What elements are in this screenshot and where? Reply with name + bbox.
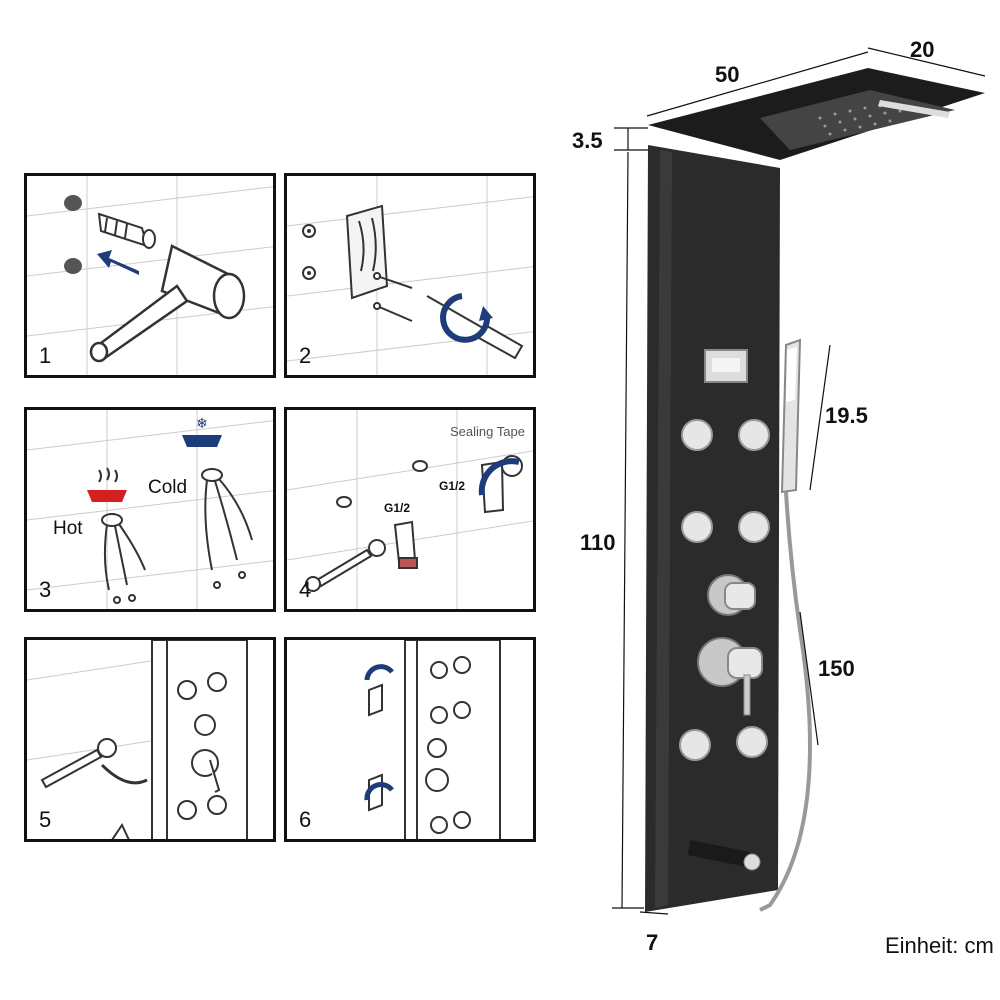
g12-label-lower: G1/2	[384, 501, 411, 515]
shower-hose-icon	[759, 491, 812, 912]
body-jet-icon	[430, 656, 471, 834]
push-arrow-icon	[97, 250, 139, 275]
step-number: 3	[39, 577, 52, 602]
step-number: 6	[299, 807, 312, 832]
shower-panel-icon	[404, 640, 501, 839]
step-2-panel: 2	[284, 173, 536, 378]
bracket-illustration	[287, 176, 533, 375]
g12-label-upper: G1/2	[439, 479, 466, 493]
step-3-panel: ❄ Hot Cold 3	[24, 407, 276, 612]
step-number: 4	[299, 577, 312, 602]
drill-hole-icon	[64, 258, 82, 274]
step-number: 5	[39, 807, 52, 832]
valve-knob-icon	[191, 714, 221, 793]
step-6-panel: 6	[284, 637, 536, 842]
step-5-panel: 5	[24, 637, 276, 842]
panel-connection-illustration	[27, 640, 248, 839]
panel-hanging-illustration	[364, 640, 501, 839]
cold-label: Cold	[148, 477, 188, 498]
body-jet-icon	[679, 419, 770, 761]
hang-arrow-icon	[364, 664, 394, 681]
diverter-knob-icon	[707, 574, 756, 616]
mixer-valve-icon	[697, 637, 763, 716]
dimension-lines	[612, 47, 986, 915]
wall-outlet-icon	[412, 460, 428, 472]
dimension-handshower-label: 19.5	[825, 403, 868, 428]
rotate-arrow-icon	[440, 293, 491, 343]
valve-knob-icon	[425, 738, 449, 792]
unit-label: Einheit: cm	[885, 933, 994, 958]
dimension-hose-label: 150	[818, 656, 855, 681]
wrench-icon	[40, 738, 117, 789]
hot-label: Hot	[53, 518, 83, 539]
step-number: 1	[39, 343, 52, 368]
wall-outlet-icon	[336, 496, 352, 508]
hammer-icon	[89, 244, 246, 363]
drill-illustration	[27, 176, 273, 375]
sealing-tape-arrow-icon	[478, 458, 520, 496]
tub-spout-icon	[688, 840, 752, 868]
dimension-height-label: 110	[580, 530, 616, 555]
dimension-width-label: 50	[715, 62, 740, 87]
screw-icon	[373, 272, 413, 322]
water-inlet-illustration: ❄	[27, 410, 273, 609]
wrench-icon	[305, 539, 386, 592]
wall-plug-icon	[97, 212, 156, 249]
step-1-panel: 1	[24, 173, 276, 378]
body-jet-icon	[177, 672, 227, 820]
water-flow-icon	[101, 468, 253, 604]
dimension-depth-label: 20	[910, 37, 935, 62]
cold-water-icon: ❄	[182, 415, 222, 447]
step-number: 2	[299, 343, 312, 368]
hot-water-icon	[87, 467, 127, 502]
hang-arrow-icon	[364, 782, 394, 801]
connector-illustration	[287, 410, 533, 609]
dimension-panel-depth-label: 7	[646, 930, 659, 955]
step-4-panel: Sealing Tape G1/2 G1/2 4	[284, 407, 536, 612]
sealing-tape-label: Sealing Tape	[450, 424, 525, 439]
dimension-top-thickness-label: 3.5	[572, 128, 603, 153]
drill-hole-icon	[64, 195, 82, 211]
hose-icon	[100, 763, 148, 785]
svg-text:❄: ❄	[196, 415, 208, 431]
